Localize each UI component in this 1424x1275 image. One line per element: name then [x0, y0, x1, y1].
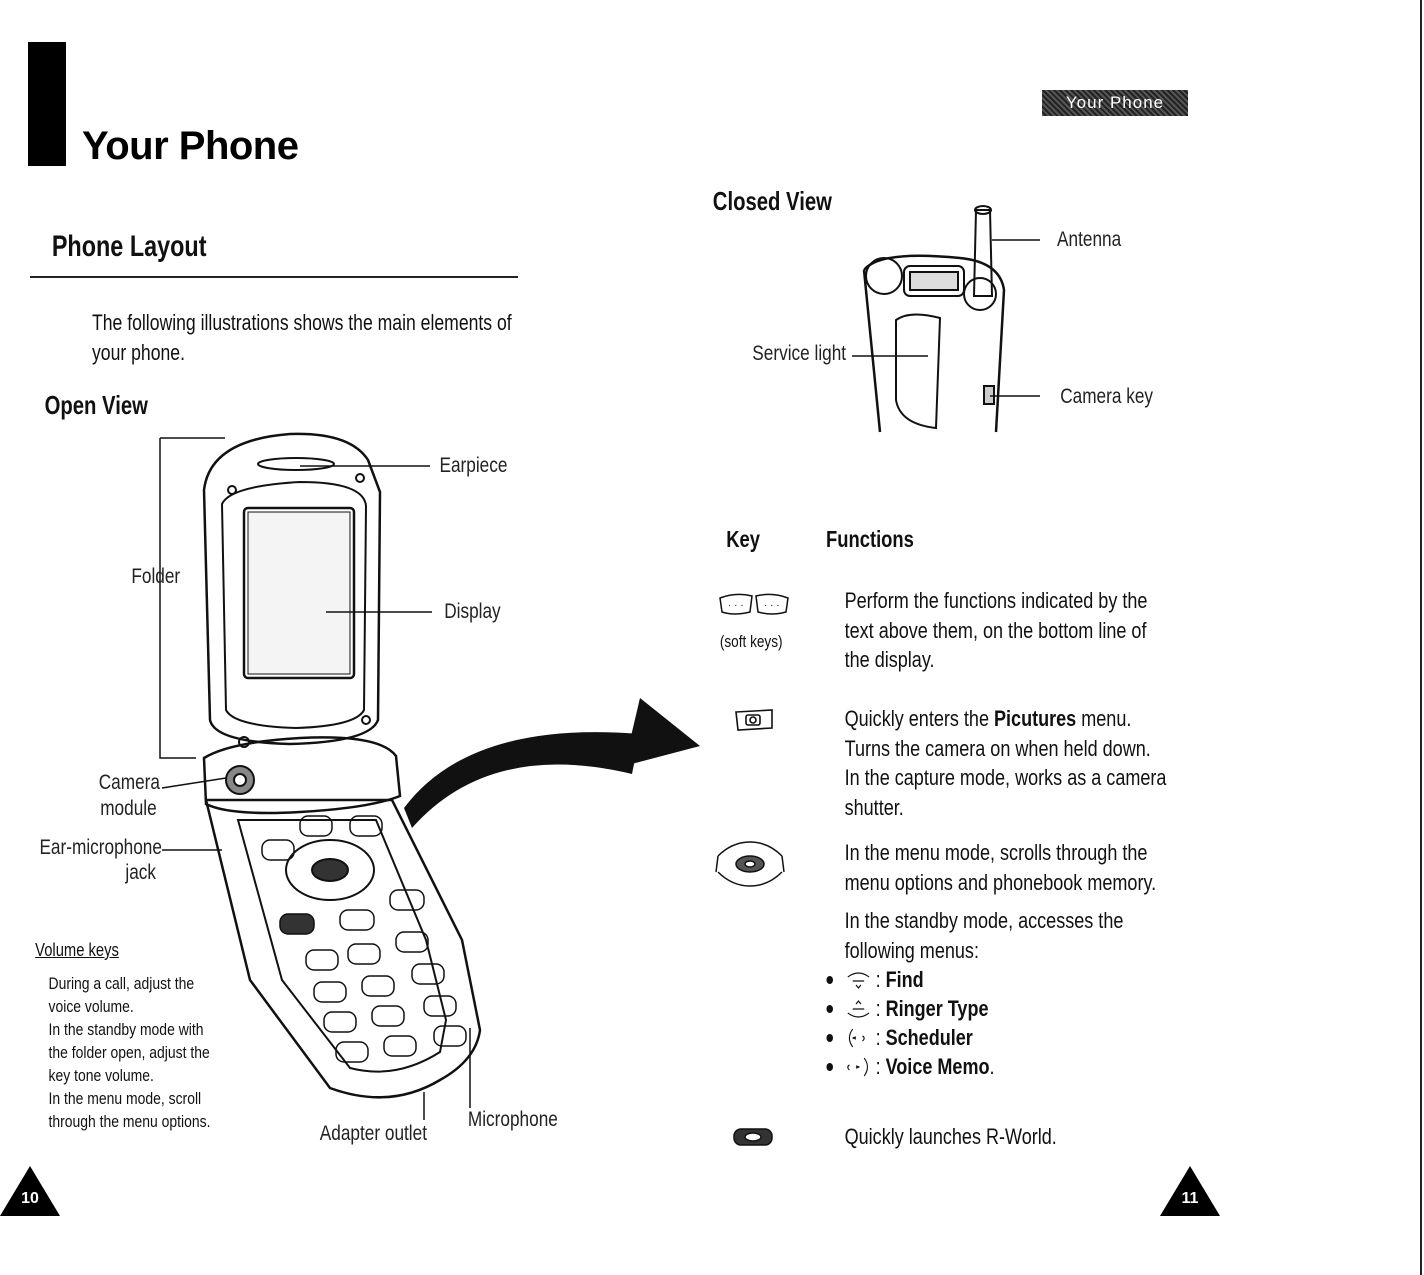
triangle-icon: [0, 1166, 60, 1216]
bullet-icon: [826, 1004, 834, 1013]
earpiece-label: Earpiece: [439, 454, 508, 477]
adapter-outlet-label: Adapter outlet: [319, 1122, 427, 1145]
volume-keys-description: During a call, adjust the voice volume. …: [49, 972, 254, 1133]
list-item: :Ringer Type: [826, 994, 994, 1023]
svg-text:· · ·: · · ·: [764, 600, 780, 611]
function-line: menu options and phonebook memory.: [844, 869, 1157, 895]
function-line: text above them, on the bottom line of: [844, 617, 1147, 643]
display-label: Display: [444, 600, 501, 623]
function-text: menu.: [1076, 706, 1132, 731]
closed-view-title: Closed View: [712, 186, 832, 216]
intro-paragraph: The following illustrations shows the ma…: [92, 308, 588, 368]
volume-line: In the standby mode with: [48, 1020, 204, 1039]
section-title: Phone Layout: [51, 230, 207, 263]
pictures-menu-name: Picutures: [993, 706, 1077, 731]
open-view-title: Open View: [44, 390, 148, 420]
function-text: Quickly enters the: [844, 706, 994, 731]
ear-mic-jack-label: jack: [125, 861, 156, 884]
camera-module-label: module: [100, 797, 157, 820]
volume-line: In the menu mode, scroll: [48, 1089, 202, 1108]
function-line: In the menu mode, scrolls through the: [844, 840, 1148, 865]
ear-mic-label: Ear-microphone: [39, 836, 162, 859]
nav-up-icon: [847, 971, 870, 989]
section-tab-label: Your Phone: [1065, 93, 1165, 112]
intro-line: your phone.: [92, 340, 185, 365]
right-page-marker: 11: [1160, 1166, 1220, 1216]
chapter-marker-bar: [28, 42, 66, 166]
right-page-number: 11: [1181, 1190, 1199, 1207]
functions-column-header: Functions: [825, 526, 914, 552]
volume-keys-title: Volume keys: [35, 940, 119, 960]
navigation-key-description: In the menu mode, scrolls through the me…: [845, 838, 1206, 897]
soft-keys-caption: (soft keys): [719, 632, 783, 651]
chapter-title: Your Phone: [82, 124, 299, 168]
soft-keys-icon: · · · · · ·: [719, 593, 789, 615]
volume-line: During a call, adjust the: [48, 974, 195, 993]
list-item: :Find: [826, 965, 994, 994]
voice-memo-menu-name: Voice Memo: [885, 1053, 990, 1079]
page-edge: [1420, 0, 1422, 1275]
volume-line: the folder open, adjust the: [48, 1043, 210, 1062]
open-phone-illustration: [159, 432, 700, 1120]
camera-key-icon: [735, 709, 773, 731]
function-line: following menus:: [844, 937, 979, 963]
function-line: the display.: [844, 647, 935, 672]
bullet-icon: [826, 1033, 834, 1042]
function-line: In the standby mode, accesses the: [844, 908, 1124, 933]
triangle-icon: [1160, 1166, 1220, 1216]
function-line: shutter.: [844, 794, 904, 820]
key-column-header: Key: [726, 526, 760, 552]
camera-key-label: Camera key: [1060, 385, 1154, 408]
bullet-icon: [826, 975, 834, 984]
nav-down-icon: [847, 999, 870, 1018]
bullet-icon: [826, 1062, 834, 1071]
camera-key-description: Quickly enters the Picutures menu. Turns…: [845, 704, 1206, 822]
microphone-label: Microphone: [467, 1108, 558, 1131]
find-menu-name: Find: [885, 966, 924, 992]
service-light-label: Service light: [752, 342, 847, 365]
function-line: Quickly launches R-World.: [844, 1124, 1057, 1149]
left-page-marker: 10: [0, 1166, 60, 1216]
function-line: Perform the functions indicated by the: [844, 588, 1148, 613]
scheduler-menu-name: Scheduler: [885, 1024, 973, 1050]
volume-line: key tone volume.: [48, 1066, 154, 1085]
list-item: :Voice Memo.: [826, 1052, 995, 1081]
function-line: In the capture mode, works as a camera: [844, 765, 1167, 790]
list-item: :Scheduler: [826, 1023, 994, 1052]
standby-menu-list: :Find :Ringer Type :Scheduler :Voice Mem…: [808, 965, 1013, 1081]
nav-left-icon: [848, 1028, 865, 1047]
folder-label: Folder: [131, 565, 181, 588]
r-world-key-icon: [733, 1128, 773, 1146]
left-page-number: 10: [21, 1190, 39, 1207]
nav-right-icon: [847, 1057, 868, 1076]
camera-label: Camera: [98, 771, 160, 794]
navigation-key-icon: [715, 841, 785, 887]
ringer-type-menu-name: Ringer Type: [885, 995, 989, 1021]
standby-description: In the standby mode, accesses the follow…: [845, 906, 1206, 965]
svg-text:· · ·: · · ·: [728, 600, 744, 611]
volume-line: voice volume.: [48, 997, 134, 1016]
volume-line: through the menu options.: [48, 1112, 211, 1131]
r-world-description: Quickly launches R-World.: [845, 1122, 1206, 1152]
function-line: Turns the camera on when held down.: [844, 735, 1151, 761]
soft-keys-description: Perform the functions indicated by the t…: [845, 586, 1206, 675]
antenna-label: Antenna: [1057, 228, 1122, 251]
intro-line: The following illustrations shows the ma…: [92, 310, 512, 335]
section-divider: [30, 276, 518, 278]
closed-phone-illustration: [852, 205, 1040, 433]
section-tab: Your Phone: [1042, 90, 1188, 116]
function-line: Quickly enters the Picutures menu.: [845, 704, 1206, 734]
